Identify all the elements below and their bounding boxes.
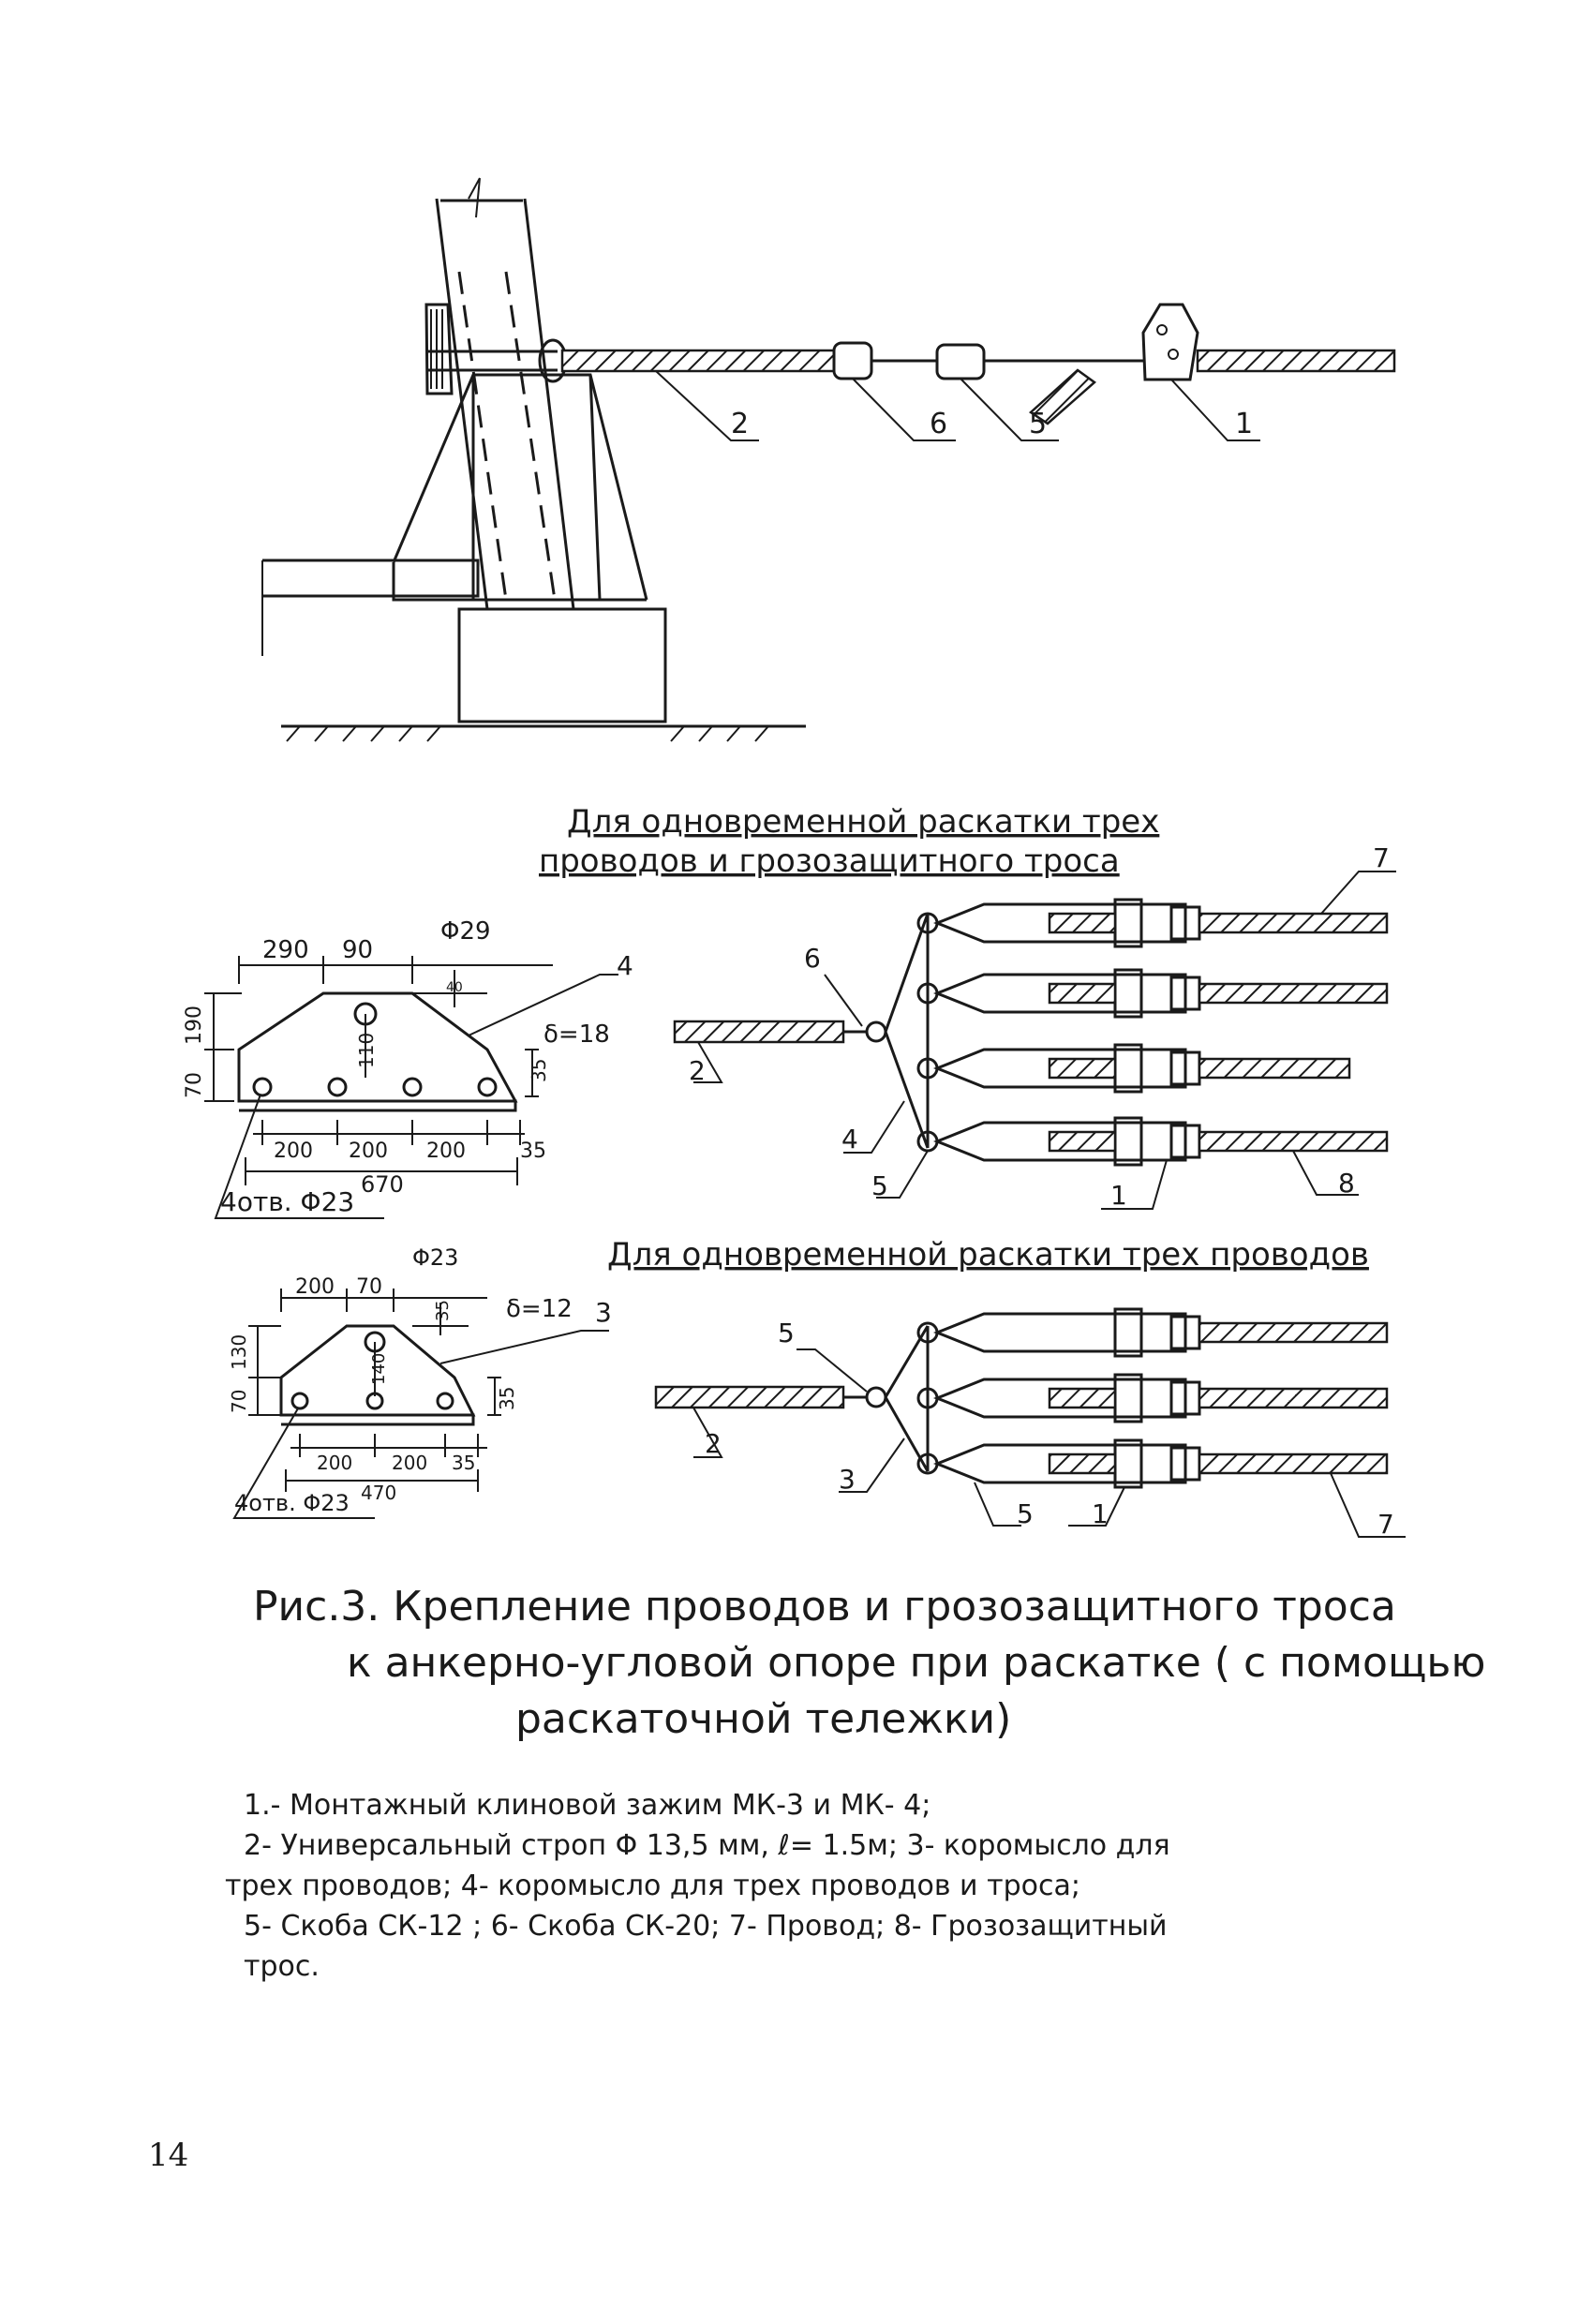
heading-three-wires: Для одновременной раскатки трех проводов [607,1236,1369,1274]
r3-label-1: 1 [1092,1498,1109,1529]
anchor-support-drawing [261,177,1396,742]
r4-label-8: 8 [1338,1168,1355,1199]
r4-label-6: 6 [804,943,821,974]
r4-label-4: 4 [841,1124,858,1155]
caption-line-1: Рис.3. Крепление проводов и грозозащитно… [253,1583,1396,1631]
p3-dim-70: 70 [356,1275,382,1299]
heading-three-wires-cable-line1: Для одновременной раскатки трех [567,803,1159,841]
p3-holes: 4отв. Φ23 [234,1490,350,1516]
r4-label-5: 5 [871,1170,888,1201]
p4-dim-110: 110 [355,1033,378,1068]
plate-4-drawing [204,956,618,1219]
p4-dim-70: 70 [183,1072,206,1098]
p3-label-3: 3 [595,1297,612,1328]
legend-line-3: трех проводов; 4- коромысло для трех про… [225,1870,1080,1902]
figure-caption: Рис.3. Крепление проводов и грозозащитно… [253,1579,1486,1748]
plate-3-drawing [232,1289,609,1519]
p4-dim-290: 290 [262,936,309,964]
p4-dim-40: 40 [446,980,463,995]
p3-dim-35: 35 [433,1300,453,1321]
legend-line-5: трос. [244,1950,320,1983]
r4-label-7: 7 [1373,842,1390,873]
legend-line-4: 5- Скоба СК-12 ; 6- Скоба СК-20; 7- Пров… [244,1910,1168,1943]
r3-label-5a: 5 [778,1318,795,1348]
p3-dim-phi23: Φ23 [412,1244,458,1271]
label-top-5: 5 [1029,408,1047,440]
legend-line-2: 2- Универсальный строп Φ 13,5 мм, ℓ= 1.5… [244,1829,1170,1862]
rigging-three-wires [654,1307,1406,1538]
p4-dim-90: 90 [342,936,373,964]
p4-dim-35b: 35 [520,1140,546,1163]
p3-dim-70v: 70 [228,1390,250,1413]
p3-dim-470: 470 [361,1482,396,1504]
label-top-6: 6 [930,408,947,440]
legend-line-1: 1.- Монтажный клиновой зажим МК-3 и МК- … [244,1789,931,1822]
p3-thickness: δ=12 [506,1295,573,1323]
caption-line-3: раскаточной тележки) [515,1695,1012,1743]
p4-dim-200b: 200 [349,1140,388,1163]
r3-label-2: 2 [705,1428,722,1459]
p3-dim-200: 200 [295,1275,335,1299]
p3-dim-200a: 200 [317,1452,352,1474]
p4-dim-35: 35 [528,1059,550,1082]
r4-label-1: 1 [1110,1180,1127,1211]
r3-label-3: 3 [839,1464,856,1495]
p3-dim-130: 130 [228,1334,250,1370]
p4-thickness: δ=18 [543,1020,610,1049]
heading-three-wires-cable-line2: проводов и грозозащитного троса [539,842,1120,880]
p3-dim-140: 140 [369,1353,389,1385]
legend: 1.- Монтажный клиновой зажим МК-3 и МК- … [225,1785,1452,1987]
page-number: 14 [148,2137,189,2174]
p4-holes: 4отв. Φ23 [220,1186,354,1217]
r4-label-2: 2 [689,1055,706,1086]
r3-label-7: 7 [1377,1509,1394,1540]
p3-dim-35b: 35 [452,1452,475,1474]
p3-dim-200b: 200 [392,1452,427,1474]
p4-label-4: 4 [617,950,633,981]
p4-dim-200c: 200 [426,1140,466,1163]
p4-dim-phi29: Φ29 [440,917,491,946]
label-top-1: 1 [1235,408,1253,440]
p4-dim-190: 190 [183,1006,206,1045]
caption-line-2: к анкерно-угловой опоре при раскатке ( с… [347,1639,1486,1687]
p3-dim-35v: 35 [496,1387,518,1410]
rigging-three-wires-and-cable [673,871,1396,1210]
p4-dim-200a: 200 [274,1140,313,1163]
p4-dim-670: 670 [361,1171,404,1198]
r3-label-5b: 5 [1017,1498,1034,1529]
label-top-2: 2 [731,408,749,440]
